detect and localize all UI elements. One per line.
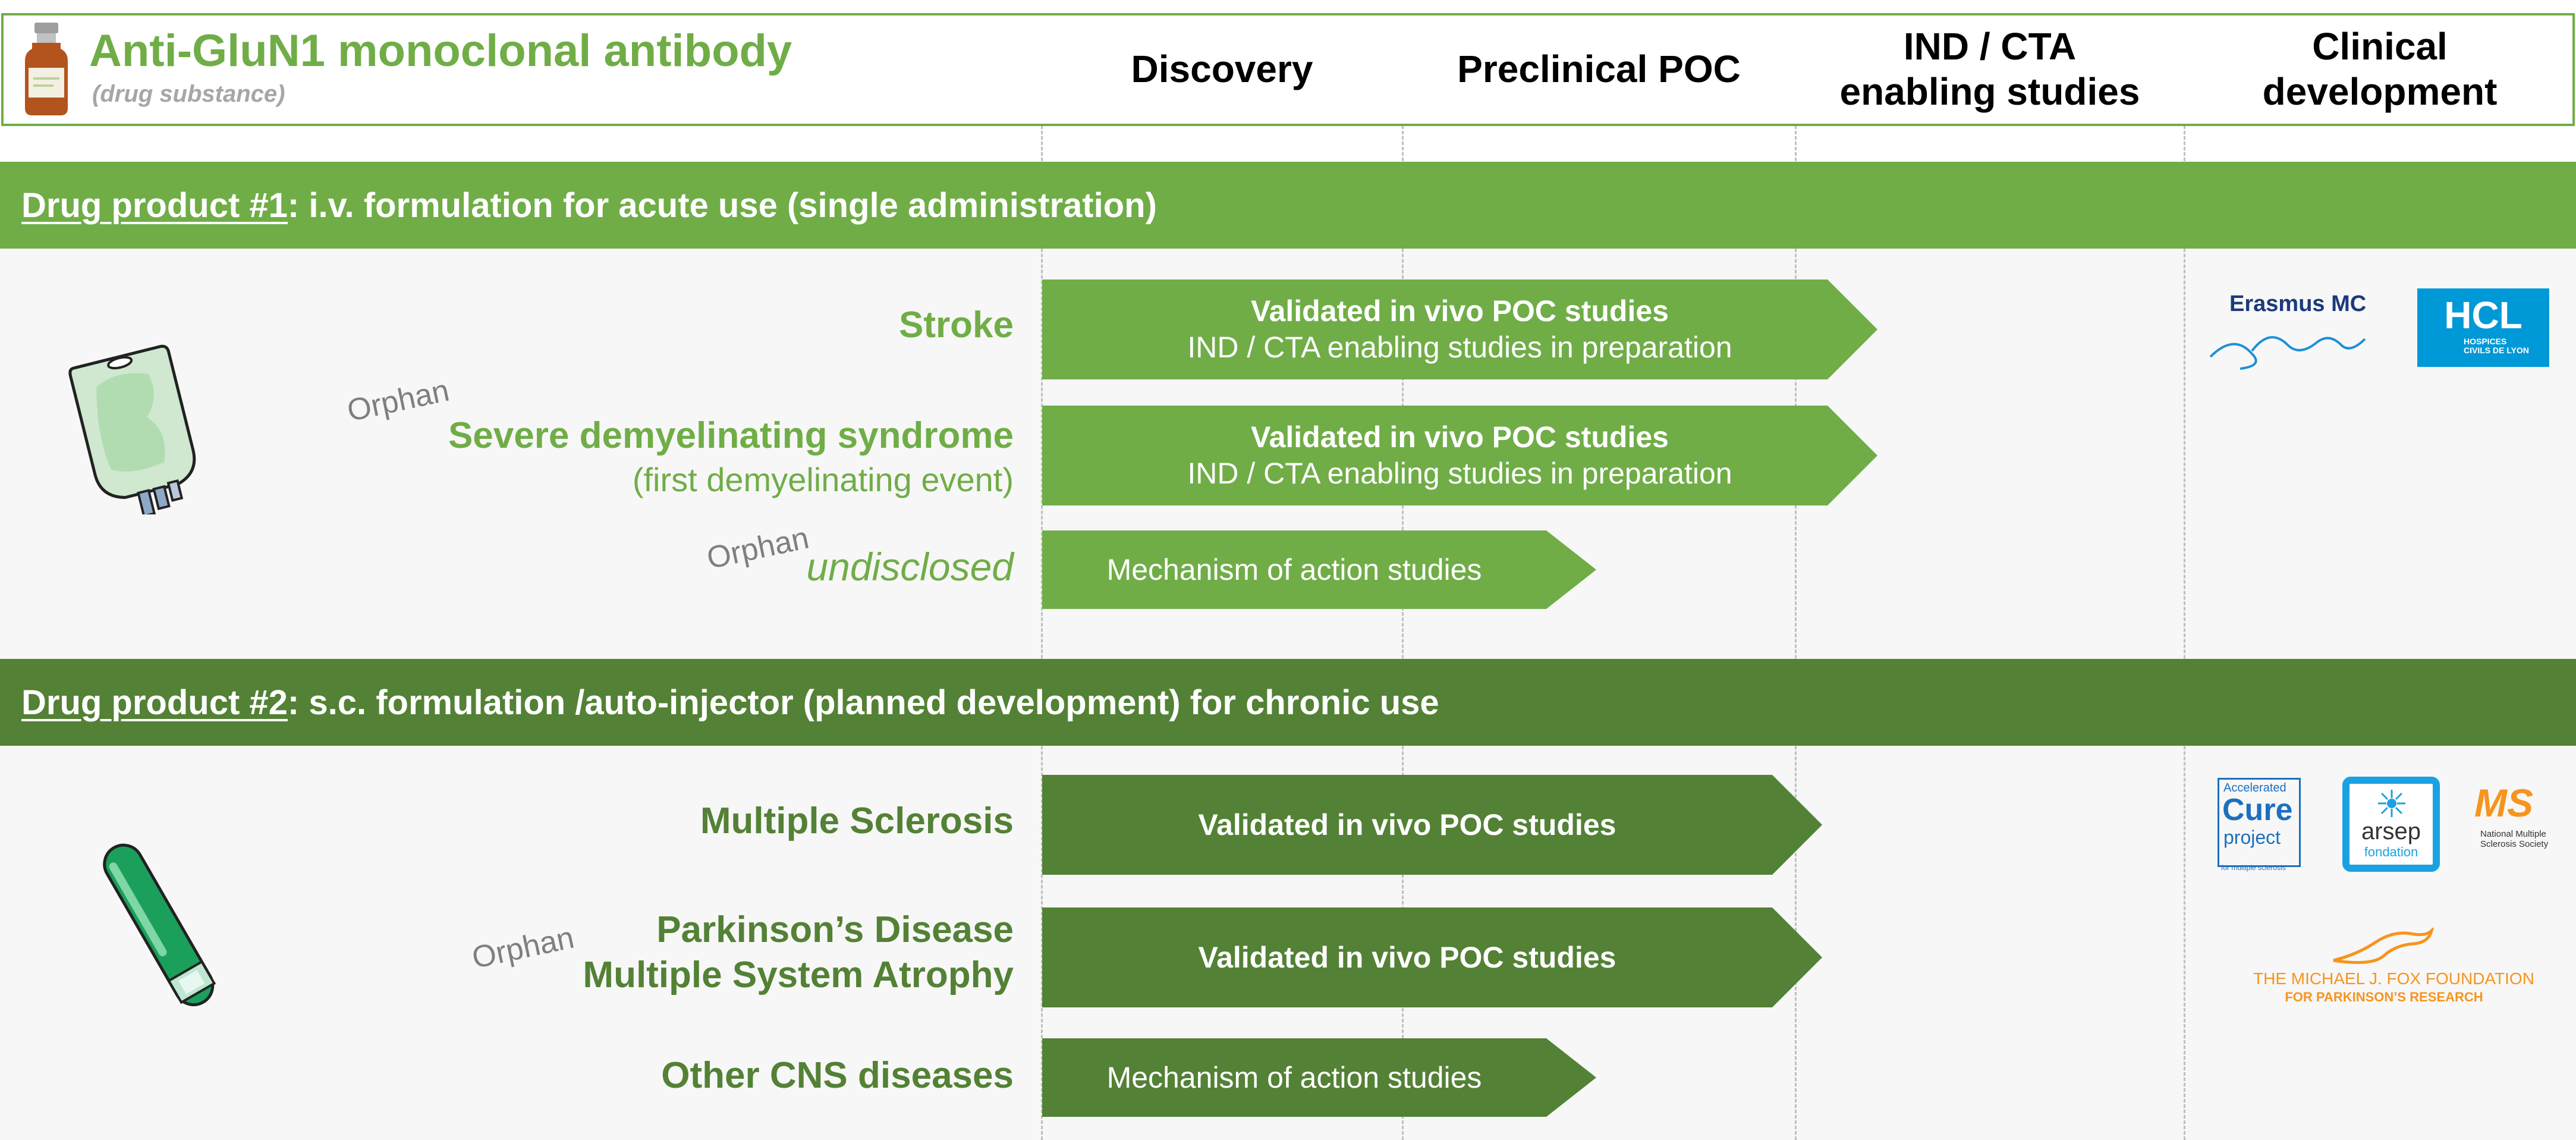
mjff-text: THE MICHAEL J. FOX FOUNDATION	[2253, 969, 2534, 988]
indication-name: Severe demyelinating syndrome	[448, 415, 1014, 456]
indication-name-2: Multiple System Atrophy	[583, 954, 1014, 996]
auto-injector-icon	[89, 830, 232, 1032]
page-subtitle: (drug substance)	[92, 81, 285, 107]
column-header-clinical: Clinical development	[2262, 25, 2498, 113]
arrow-text: IND / CTA enabling studies in preparatio…	[1187, 331, 1732, 364]
progress-arrow-other-cns: Mechanism of action studies	[1042, 1038, 1596, 1117]
hcl-logo-subtext: HOSPICES CIVILS DE LYON	[2464, 337, 2529, 356]
cure-big-text: Cure	[2222, 793, 2293, 827]
progress-arrow-stroke: Validated in vivo POC studies IND / CTA …	[1042, 279, 1877, 379]
column-header-ind-cta: IND / CTA enabling studies	[1839, 25, 2140, 113]
cure-side-text: for multiple sclerosis	[2221, 863, 2286, 872]
indication-demyelinating: Severe demyelinating syndrome (first dem…	[448, 413, 1014, 501]
header-box	[1, 13, 2575, 126]
indication-subtitle: (first demyelinating event)	[632, 460, 1014, 498]
arrow-bold-text: Validated in vivo POC studies	[1198, 940, 1616, 974]
section1-title-underlined: Drug product #1	[21, 186, 288, 225]
progress-arrow-demyelinating: Validated in vivo POC studies IND / CTA …	[1042, 406, 1877, 505]
section2-title: : s.c. formulation /auto-injector (plann…	[287, 683, 1439, 722]
indication-name: Multiple Sclerosis	[700, 800, 1014, 841]
arrow-text: IND / CTA enabling studies in preparatio…	[1187, 457, 1732, 490]
michael-j-fox-foundation-logo: THE MICHAEL J. FOX FOUNDATION FOR PARKIN…	[2253, 928, 2534, 1011]
indication-undisclosed: undisclosed	[806, 542, 1014, 592]
indication-name: Other CNS diseases	[661, 1055, 1014, 1096]
indication-name: undisclosed	[806, 545, 1014, 589]
indication-multiple-sclerosis: Multiple Sclerosis	[700, 798, 1014, 844]
section1-title: : i.v. formulation for acute use (single…	[287, 186, 1157, 225]
section2-band: Drug product #2: s.c. formulation /auto-…	[0, 659, 2576, 746]
progress-arrow-undisclosed: Mechanism of action studies	[1042, 530, 1596, 609]
progress-arrow-parkinsons-msa: Validated in vivo POC studies	[1042, 907, 1822, 1007]
indication-stroke: Stroke	[899, 302, 1014, 348]
national-ms-society-logo: MS National Multiple Sclerosis Society	[2467, 780, 2568, 869]
erasmus-mc-name: Erasmus MC	[2229, 291, 2367, 316]
indication-parkinsons-msa: Parkinson’s Disease Multiple System Atro…	[583, 907, 1014, 998]
indication-name: Parkinson’s Disease	[656, 909, 1014, 950]
arrow-bold-text: Validated in vivo POC studies	[1198, 808, 1616, 841]
column-divider	[1041, 13, 1043, 1140]
arrow-bold-text: Validated in vivo POC studies	[1251, 294, 1669, 328]
arrow-text: Mechanism of action studies	[1106, 1060, 1482, 1094]
arsep-fondation-logo: arsep fondation	[2342, 777, 2440, 872]
hcl-logo: HCL HOSPICES CIVILS DE LYON	[2417, 288, 2549, 367]
vial-icon	[23, 23, 70, 115]
indication-name: Stroke	[899, 304, 1014, 346]
progress-arrow-multiple-sclerosis: Validated in vivo POC studies	[1042, 775, 1822, 875]
arsep-subtext: fondation	[2364, 844, 2418, 859]
column-divider	[2184, 13, 2185, 1140]
mjff-subtext: FOR PARKINSON’S RESEARCH	[2285, 990, 2483, 1004]
nmss-subtext: National Multiple Sclerosis Society	[2480, 829, 2549, 850]
accelerated-cure-project-logo: Accelerated Cure project for multiple sc…	[2218, 778, 2313, 876]
hcl-logo-text: HCL	[2444, 294, 2522, 337]
indication-other-cns: Other CNS diseases	[661, 1053, 1014, 1099]
cure-project-text: project	[2223, 827, 2281, 848]
page-title: Anti-GluN1 monoclonal antibody	[89, 26, 792, 76]
column-divider	[1795, 13, 1797, 1140]
iv-bag-icon	[65, 342, 214, 518]
erasmus-mc-logo: Erasmus MC	[2204, 291, 2383, 375]
column-header-preclinical: Preclinical POC	[1457, 48, 1741, 91]
section1-band: Drug product #1: i.v. formulation for ac…	[0, 162, 2576, 249]
section2-title-underlined: Drug product #2	[21, 683, 288, 722]
arsep-text: arsep	[2361, 818, 2421, 844]
nmss-text: MS	[2474, 781, 2533, 825]
cure-small-text: Accelerated	[2223, 781, 2286, 794]
arrow-text: Mechanism of action studies	[1106, 552, 1482, 586]
arrow-bold-text: Validated in vivo POC studies	[1251, 420, 1669, 454]
column-header-discovery: Discovery	[1131, 48, 1313, 91]
